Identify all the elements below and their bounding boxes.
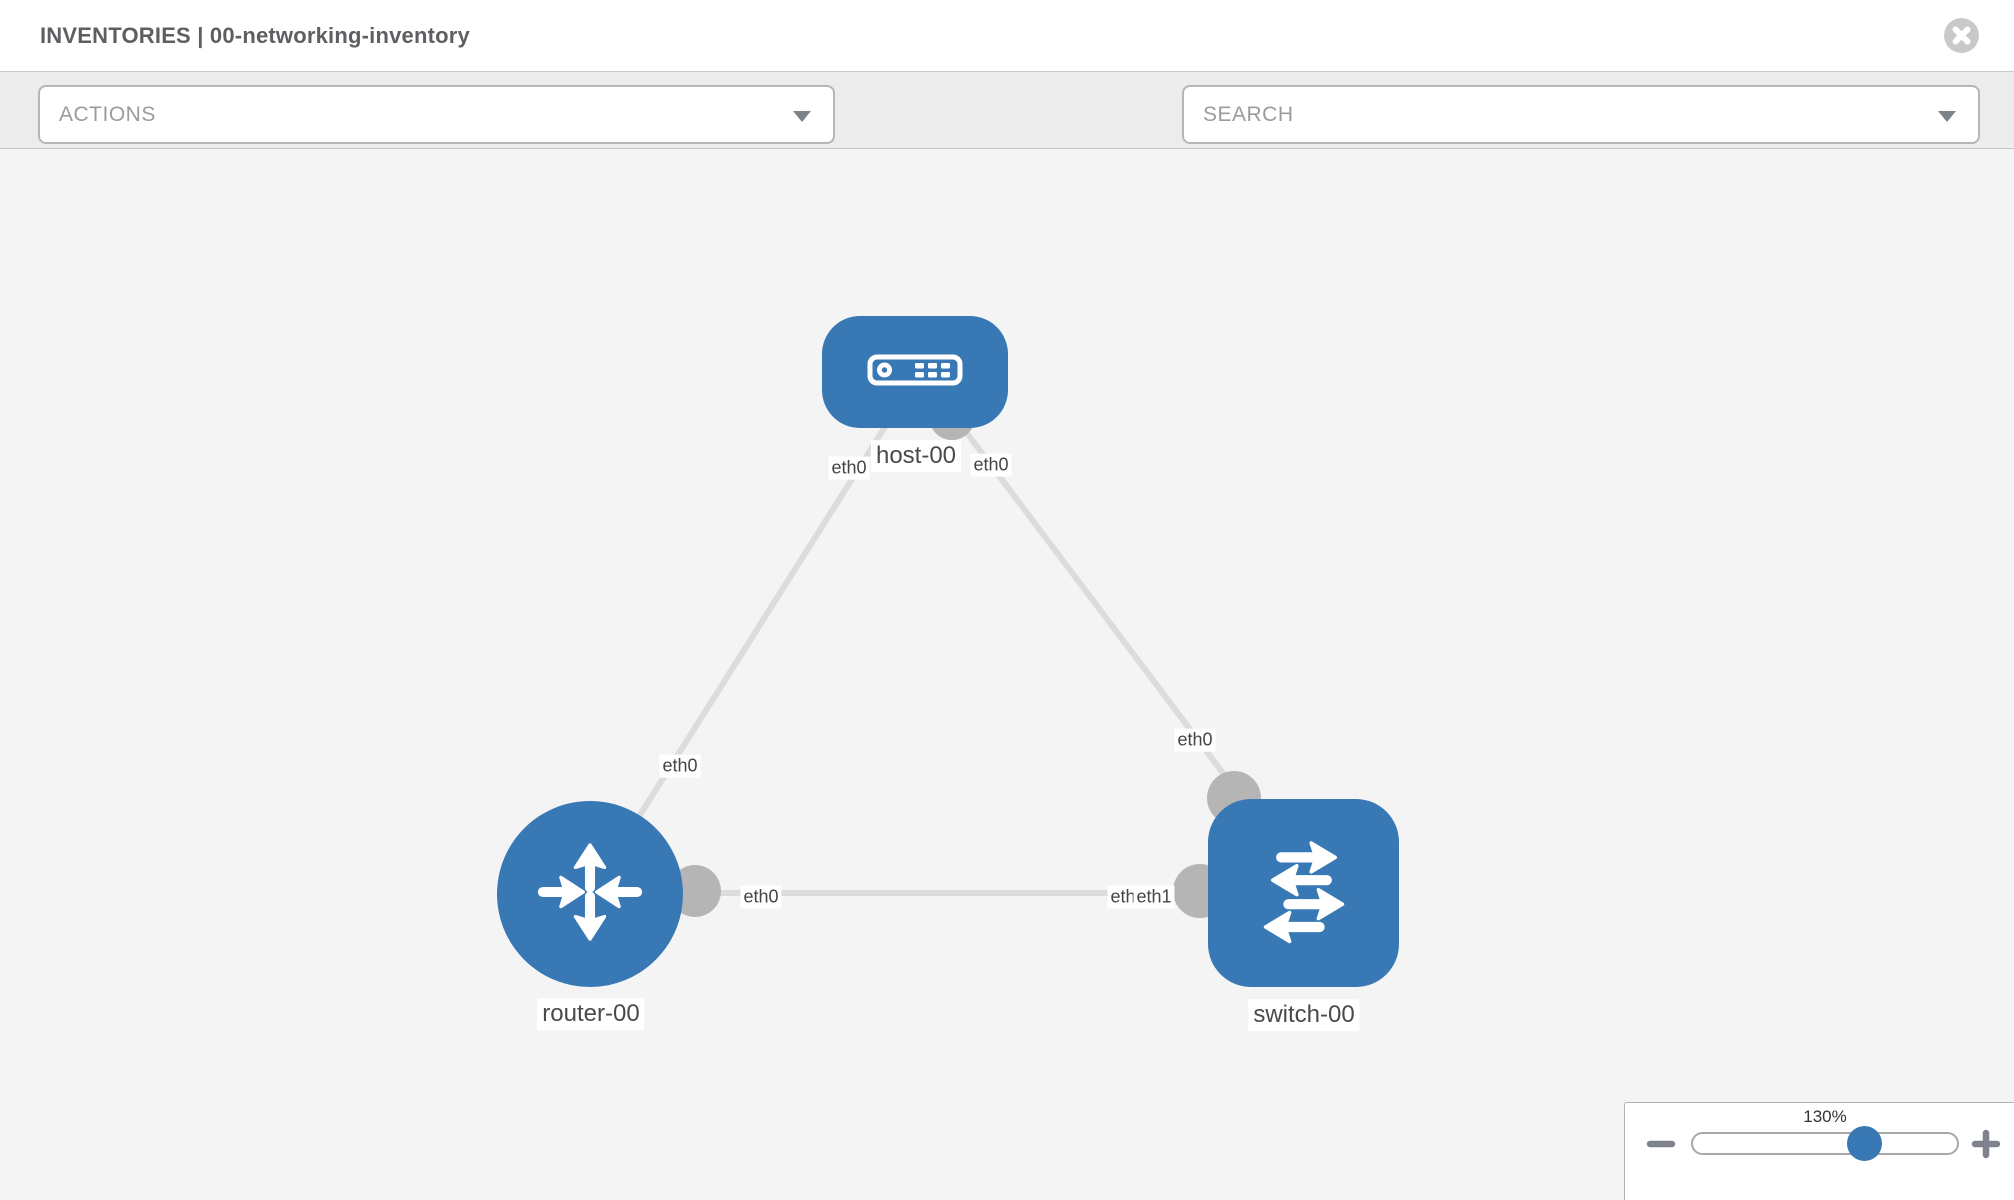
router-icon <box>534 836 646 953</box>
node-router-00[interactable] <box>497 801 683 987</box>
link-label: eth0 <box>1174 728 1216 752</box>
header: INVENTORIES | 00-networking-inventory <box>0 0 2014 72</box>
search-dropdown[interactable]: SEARCH <box>1182 85 1980 144</box>
host-icon <box>867 354 963 391</box>
page-title: INVENTORIES | 00-networking-inventory <box>40 22 470 48</box>
search-dropdown-label: SEARCH <box>1203 102 1294 126</box>
topology-canvas[interactable]: eth0 eth0 eth0 eth0 eth0 eth0 eth1 host-… <box>0 149 2014 1200</box>
link-label: eth1 <box>1133 885 1175 909</box>
node-label-host: host-00 <box>870 440 962 472</box>
zoom-slider-track[interactable] <box>1691 1132 1959 1155</box>
zoom-slider-thumb[interactable] <box>1847 1126 1882 1161</box>
link-router-host <box>587 409 898 896</box>
toolbar: ACTIONS SEARCH <box>0 72 2014 201</box>
node-label-switch: switch-00 <box>1248 999 1360 1031</box>
actions-dropdown[interactable]: ACTIONS <box>38 85 835 144</box>
switch-icon <box>1244 831 1364 956</box>
link-label: eth0 <box>970 453 1012 477</box>
node-label-router: router-00 <box>537 998 645 1030</box>
actions-dropdown-label: ACTIONS <box>59 102 156 126</box>
link-label: eth0 <box>828 456 870 480</box>
zoom-panel: 130% <box>1624 1102 2014 1200</box>
close-icon <box>1944 26 1979 57</box>
chevron-down-icon <box>793 110 811 122</box>
node-switch-00[interactable] <box>1208 799 1399 987</box>
link-label: eth0 <box>659 754 701 778</box>
topology-links-layer <box>587 394 1303 918</box>
zoom-out-button[interactable] <box>1646 1129 1676 1159</box>
zoom-level-value: 130% <box>1803 1107 1847 1126</box>
plus-icon <box>1971 1129 2001 1163</box>
close-button[interactable] <box>1944 18 1979 53</box>
minus-icon <box>1646 1140 1676 1163</box>
link-label: eth0 <box>740 885 782 909</box>
node-host-00[interactable] <box>822 316 1008 428</box>
zoom-in-button[interactable] <box>1971 1129 2001 1159</box>
chevron-down-icon <box>1938 110 1956 122</box>
